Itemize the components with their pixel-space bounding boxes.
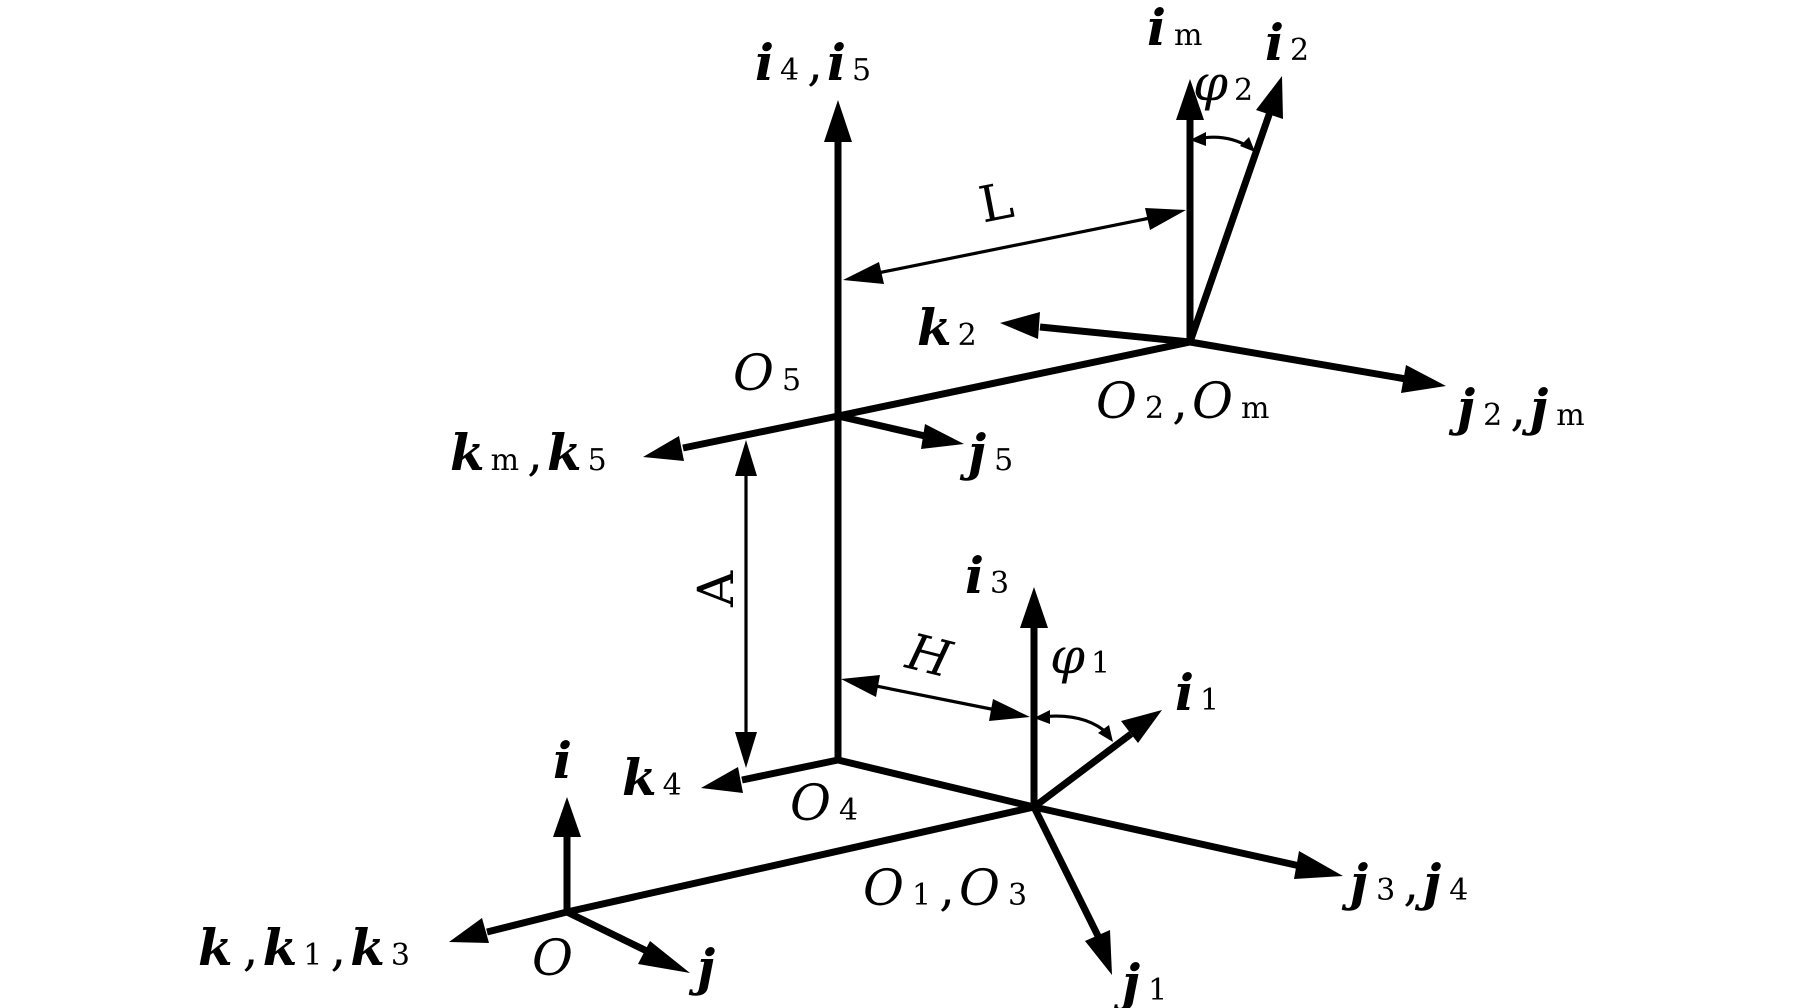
axis-j5 [837, 412, 926, 440]
dim-line-l [867, 214, 1161, 277]
label-i-origin: i [553, 731, 572, 790]
arc-head-phi2-b [1240, 137, 1255, 152]
label-o-origin: O [532, 929, 573, 987]
axis-k4 [741, 756, 839, 784]
axis-i1 [1031, 731, 1134, 810]
axis-j-origin [565, 908, 657, 959]
arrowhead-im [1176, 79, 1204, 120]
frame-o [449, 797, 690, 973]
axis-j2-jm [1189, 338, 1407, 383]
arc-head-phi1-b [1098, 725, 1113, 742]
dim-head-h-left [841, 675, 880, 697]
dim-head-l-right [1145, 208, 1186, 230]
arrowhead-k4 [701, 767, 743, 793]
dimension-a [735, 440, 757, 768]
arrowhead-i2 [1256, 76, 1283, 119]
axis-k2 [1039, 323, 1191, 346]
label-dimension-h: H [900, 622, 959, 689]
arrowhead-k-origin [449, 918, 489, 943]
axis-k-origin [486, 908, 568, 936]
dim-head-h-right [989, 699, 1030, 721]
axis-j3-j4 [1033, 803, 1301, 870]
dimension-h [841, 675, 1030, 721]
angle-arc-phi1 [1039, 714, 1110, 736]
arc-head-phi1-a [1034, 710, 1050, 724]
arrowhead-i4-i5 [824, 100, 852, 142]
arrowhead-j2-jm [1401, 365, 1446, 393]
frame-o5 [643, 338, 1191, 461]
arrowhead-j3-j4 [1294, 851, 1343, 879]
arrowhead-j-origin [638, 941, 690, 973]
label-j-origin: j [688, 938, 715, 997]
arrowhead-km-k5 [643, 436, 684, 461]
link-o-to-o1 [566, 803, 1035, 916]
frame-o2-om [1000, 76, 1446, 393]
dim-head-l-left [843, 262, 884, 284]
axis-km-k5 [682, 412, 839, 452]
dim-head-a-top [735, 440, 757, 476]
label-dimension-l: L [974, 171, 1018, 234]
arrowhead-j1 [1085, 930, 1112, 975]
frame-o1-o3 [1020, 587, 1343, 975]
arrowhead-i3 [1020, 587, 1048, 628]
axis-i2 [1186, 110, 1274, 344]
link-o4-to-o1 [837, 756, 1035, 811]
arrowhead-j5 [921, 424, 964, 449]
arrowhead-i-origin [553, 797, 581, 837]
dim-head-a-bottom [735, 732, 757, 768]
axis-j1 [1030, 805, 1105, 944]
dim-line-h [865, 682, 1007, 714]
arrowhead-i1 [1121, 710, 1162, 743]
frame-o4 [701, 100, 1035, 811]
arrowhead-k2 [1000, 312, 1040, 339]
link-o5-to-o2 [837, 338, 1191, 420]
dimension-l [843, 208, 1186, 284]
label-dimension-a: A [687, 570, 745, 608]
arc-head-phi2-a [1190, 132, 1206, 146]
